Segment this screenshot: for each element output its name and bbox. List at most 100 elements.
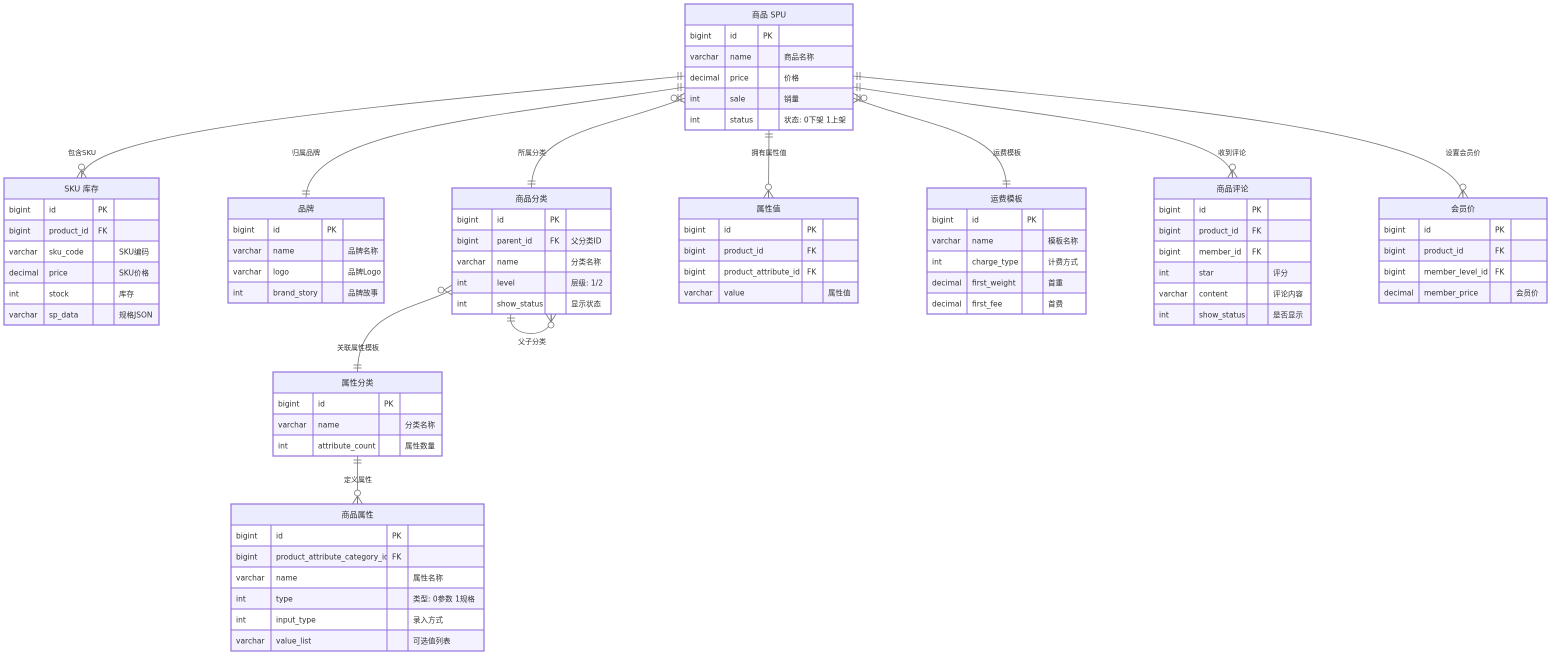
row-cell-bg [1267,240,1312,263]
entity-title: 商品属性 [342,510,374,520]
attr-type: bigint [1159,206,1180,215]
attr-type: int [278,442,288,451]
attr-type: varchar [1159,290,1188,299]
attr-type: decimal [690,74,720,83]
attr-name: content [1199,290,1228,299]
attr-type: varchar [278,421,307,430]
relation-attrcat-attr: 定义属性 [344,456,372,505]
attr-key: PK [327,226,338,235]
relation-spu-category: 所属分类 [518,92,686,189]
attr-name: brand_story [273,289,318,298]
attr-key: PK [98,206,109,215]
attr-comment: SKU价格 [119,268,149,278]
attr-key: FK [1495,268,1505,277]
attr-name: first_weight [972,279,1016,288]
attr-type: bigint [457,216,478,225]
attr-key: FK [392,553,402,562]
relation-line [81,75,686,179]
attr-name: level [497,279,515,288]
entity-border [3,177,160,326]
attr-name: id [724,226,731,235]
attr-type: int [233,289,243,298]
attr-key: PK [550,216,561,225]
entity-title: 属性值 [757,204,781,214]
relation-label: 运费模板 [993,148,1021,157]
attr-name: id [49,206,56,215]
attr-type: varchar [9,248,38,257]
attr-key: FK [1495,247,1505,256]
attr-type: varchar [233,268,262,277]
attr-name: sale [730,95,746,104]
entity-border [684,3,854,131]
relation-spu-freight: 运费模板 [852,92,1021,189]
attr-type: int [457,300,467,309]
row-cell-bg [321,239,344,262]
attr-name: id [273,226,280,235]
attr-name: id [730,32,737,41]
entity-title: 商品评论 [1217,184,1249,194]
relation-spu-comment: 收到评论 [852,83,1246,179]
attr-type: int [236,616,246,625]
attr-name: value [724,289,745,298]
row-cell-bg [407,524,485,547]
relation-label: 设置会员价 [1446,148,1481,157]
row-cell-bg [407,545,485,568]
attr-type: bigint [9,227,30,236]
attr-name: charge_type [972,258,1019,267]
attr-comment: 是否显示 [1273,311,1303,320]
attr-name: product_attribute_id [724,268,800,277]
relation-category-attrcat: 关联属性模板 [337,284,453,373]
row-cell-bg [757,87,780,110]
row-cell-bg [822,239,859,262]
attr-type: varchar [236,637,265,646]
attr-type: bigint [1384,268,1405,277]
attr-comment: 品牌故事 [348,288,378,298]
attr-key: FK [1252,248,1262,257]
attr-type: decimal [1384,289,1414,298]
attr-name: price [730,74,749,83]
attr-comment: 类型: 0参数 1规格 [413,594,475,604]
attr-comment: 会员价 [1516,288,1539,298]
attr-comment: 品牌名称 [348,246,378,256]
row-cell-bg [544,271,567,294]
row-cell-bg [801,281,824,304]
row-cell-bg [1510,218,1548,241]
attr-type: bigint [932,216,953,225]
relation-label: 父子分类 [518,337,546,346]
attr-comment: 计费方式 [1048,257,1078,267]
attr-name: id [1424,226,1431,235]
attr-type: int [236,595,246,604]
attr-type: decimal [932,279,962,288]
attr-type: int [9,290,19,299]
attr-key: PK [1027,216,1038,225]
attr-comment: 状态: 0下架 1上架 [784,115,846,125]
attr-name: input_type [276,616,316,625]
attr-name: name [972,237,994,246]
row-cell-bg [378,434,401,457]
attr-name: sp_data [49,311,78,320]
attr-type: bigint [1384,247,1405,256]
attr-name: id [972,216,979,225]
attr-type: int [690,116,700,125]
row-cell-bg [1246,303,1269,326]
row-cell-bg [113,219,160,242]
attr-type: bigint [1159,227,1180,236]
